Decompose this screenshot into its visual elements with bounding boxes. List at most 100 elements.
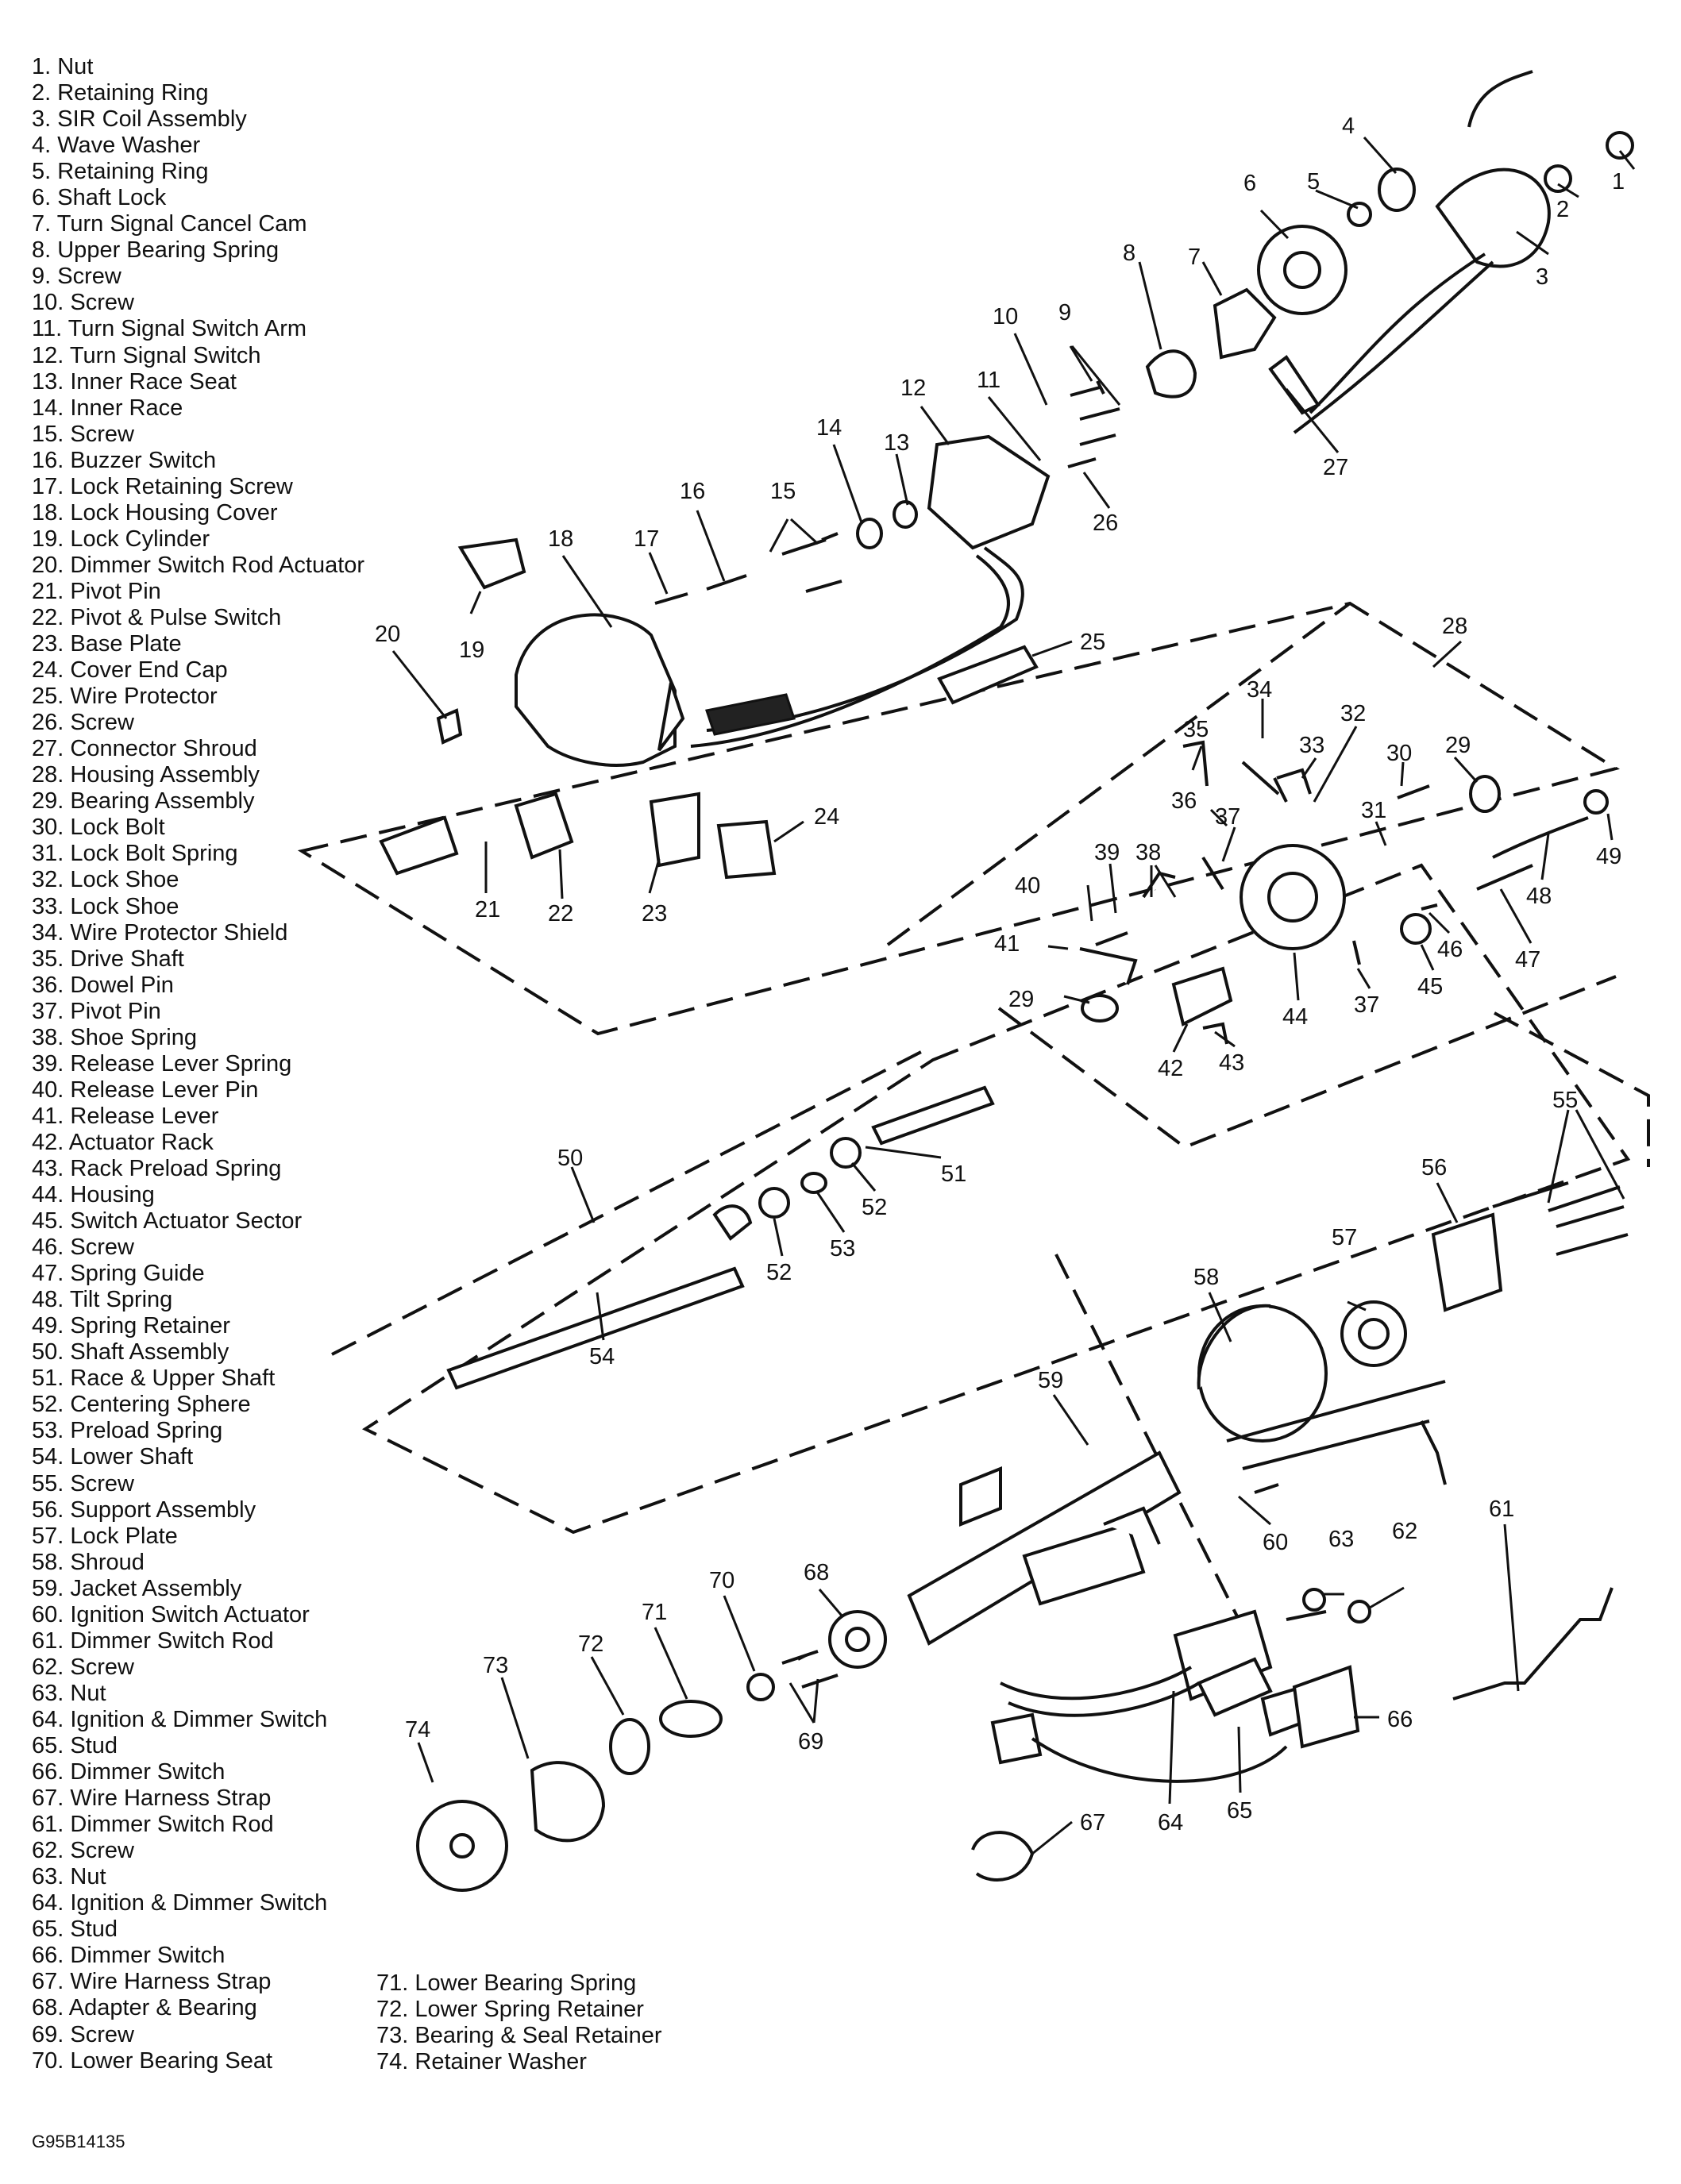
callout: 58: [1193, 1265, 1219, 1290]
callout: 56: [1421, 1155, 1447, 1181]
legend-entry: 63. Nut: [32, 1864, 106, 1890]
legend-entry: 6. Shaft Lock: [32, 185, 167, 211]
legend-entry: 49. Spring Retainer: [32, 1313, 230, 1339]
callout: 9: [1058, 300, 1071, 325]
legend-entry: 39. Release Lever Spring: [32, 1050, 292, 1077]
callout: 43: [1219, 1050, 1244, 1076]
callout: 52: [766, 1260, 792, 1285]
legend-entry: 65. Stud: [32, 1733, 118, 1758]
callout: 74: [405, 1717, 430, 1743]
legend-entry: 71. Lower Bearing Spring: [376, 1970, 637, 1996]
legend-entry: 42. Actuator Rack: [32, 1129, 214, 1155]
callout: 71: [642, 1600, 667, 1625]
legend-entry: 67. Wire Harness Strap: [32, 1969, 272, 1995]
legend-entry: 73. Bearing & Seal Retainer: [376, 2023, 662, 2049]
callout: 70: [709, 1568, 734, 1593]
legend-entry: 68. Adapter & Bearing: [32, 1995, 257, 2021]
callout: 19: [459, 637, 484, 663]
legend-entry: 40. Release Lever Pin: [32, 1077, 259, 1103]
legend-entry: 54. Lower Shaft: [32, 1444, 194, 1470]
callout: 3: [1536, 264, 1548, 290]
callout: 14: [816, 415, 842, 441]
legend-entry: 15. Screw: [32, 421, 134, 447]
callout: 11: [977, 368, 1001, 393]
callout: 59: [1038, 1368, 1063, 1393]
callout: 1: [1612, 169, 1625, 195]
legend-entry: 45. Switch Actuator Sector: [32, 1208, 303, 1235]
callout: 54: [589, 1344, 615, 1369]
legend-entry: 48. Tilt Spring: [32, 1287, 173, 1313]
legend-entry: 56. Support Assembly: [32, 1496, 256, 1523]
legend-entry: 51. Race & Upper Shaft: [32, 1365, 276, 1392]
legend-entry: 44. Housing: [32, 1182, 155, 1208]
callout: 36: [1171, 788, 1197, 814]
legend-entry: 7. Turn Signal Cancel Cam: [32, 211, 307, 237]
legend-entry: 63. Nut: [32, 1680, 106, 1706]
callout: 27: [1323, 455, 1348, 480]
callout: 34: [1247, 677, 1272, 703]
callout: 2: [1556, 197, 1569, 222]
legend-entry: 37. Pivot Pin: [32, 998, 161, 1024]
callout: 15: [770, 479, 796, 504]
callout: 55: [1552, 1088, 1578, 1113]
callout: 35: [1183, 717, 1209, 742]
callout: 62: [1392, 1519, 1417, 1544]
legend-entry: 1. Nut: [32, 54, 94, 79]
callout: 46: [1437, 937, 1463, 962]
legend-entry: 52. Centering Sphere: [32, 1392, 251, 1418]
leader-lines: [391, 137, 1636, 1855]
callout: 23: [642, 901, 667, 926]
legend-entry: 33. Lock Shoe: [32, 893, 179, 919]
callout: 67: [1080, 1810, 1105, 1835]
legend-entry: 10. Screw: [32, 290, 134, 316]
legend-entry: 34. Wire Protector Shield: [32, 919, 288, 946]
callout: 31: [1361, 798, 1386, 823]
callout: 38: [1135, 840, 1161, 865]
legend-entry: 28. Housing Assembly: [32, 762, 260, 788]
legend-entry: 20. Dimmer Switch Rod Actuator: [32, 552, 365, 578]
legend-entry: 74. Retainer Washer: [376, 2049, 587, 2075]
callout: 40: [1015, 873, 1040, 899]
callout: 65: [1227, 1798, 1252, 1824]
legend-entry: 12. Turn Signal Switch: [32, 342, 261, 368]
legend-entry: 23. Base Plate: [32, 631, 182, 657]
callout: 28: [1442, 614, 1467, 639]
callout: 50: [557, 1146, 583, 1171]
callout: 32: [1340, 701, 1366, 726]
callout: 37: [1215, 804, 1240, 830]
legend-entry: 4. Wave Washer: [32, 133, 201, 159]
legend-entry: 62. Screw: [32, 1654, 134, 1680]
legend-entry: 60. Ignition Switch Actuator: [32, 1601, 310, 1627]
legend-entry: 47. Spring Guide: [32, 1261, 205, 1287]
callout: 45: [1417, 974, 1443, 1000]
legend-entry: 30. Lock Bolt: [32, 815, 165, 841]
callout: 53: [830, 1236, 855, 1261]
callout: 41: [994, 931, 1020, 957]
legend-entry: 41. Release Lever: [32, 1103, 219, 1129]
callout: 73: [483, 1653, 508, 1678]
callout-numbers: 1 2 3 4 5 6 7 8 9 10 11 12 13 14 15 16 1…: [375, 114, 1625, 1835]
callout: 21: [475, 897, 500, 923]
legend-entry: 62. Screw: [32, 1838, 134, 1864]
legend-entry: 69. Screw: [32, 2021, 134, 2047]
callout: 37: [1354, 992, 1379, 1018]
legend-entry: 59. Jacket Assembly: [32, 1575, 242, 1601]
legend-entry: 9. Screw: [32, 264, 121, 290]
callout: 61: [1489, 1496, 1514, 1522]
callout: 72: [578, 1631, 603, 1657]
callout: 63: [1328, 1527, 1354, 1552]
legend-entry: 65. Stud: [32, 1916, 118, 1943]
callout: 51: [941, 1161, 966, 1187]
callout: 33: [1299, 733, 1324, 758]
callout: 42: [1158, 1056, 1183, 1081]
callout: 48: [1526, 884, 1552, 909]
legend-entry: 43. Rack Preload Spring: [32, 1155, 282, 1181]
legend-entry: 8. Upper Bearing Spring: [32, 237, 280, 264]
callout: 13: [884, 430, 909, 456]
callout: 22: [548, 901, 573, 926]
legend-entry: 25. Wire Protector: [32, 684, 218, 710]
callout: 60: [1263, 1530, 1288, 1555]
callout: 64: [1158, 1810, 1183, 1835]
